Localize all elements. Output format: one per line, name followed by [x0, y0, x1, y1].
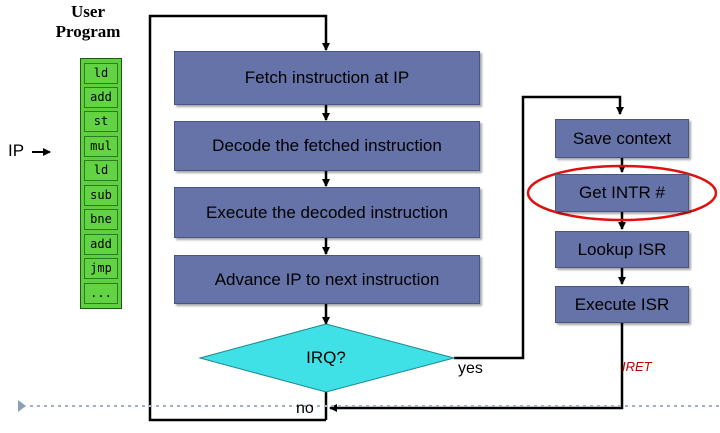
instruction-cell: add [84, 234, 118, 255]
program-title-line2: Program [55, 22, 121, 41]
iret-label: IRET [622, 359, 652, 374]
instruction-cell: mul [84, 136, 118, 157]
instruction-cell: bne [84, 209, 118, 230]
program-title: User Program [50, 2, 126, 42]
isr-execute: Execute ISR [555, 286, 689, 323]
instruction-cell: jmp [84, 258, 118, 279]
instruction-cell: st [84, 111, 118, 132]
highlight-ellipse [526, 164, 718, 222]
instruction-cell: ld [84, 63, 118, 84]
isr-lookup: Lookup ISR [555, 231, 689, 268]
instruction-cell: add [84, 87, 118, 108]
isr-save-context: Save context [555, 119, 689, 158]
ip-label: IP [8, 141, 25, 160]
instruction-cell: ld [84, 160, 118, 181]
no-label: no [296, 400, 314, 417]
isr-get-intr: Get INTR # [555, 174, 689, 212]
step-execute: Execute the decoded instruction [174, 187, 480, 238]
program-title-line1: User [71, 2, 105, 21]
loop-back-line [148, 14, 330, 422]
yes-branch-line [454, 95, 624, 360]
iret-return-line [329, 323, 624, 412]
program-listing: ld add st mul ld sub bne add jmp ... [80, 58, 122, 309]
step-advance: Advance IP to next instruction [174, 255, 480, 304]
footer-triangle-icon [18, 400, 26, 412]
instruction-cell: sub [84, 185, 118, 206]
step-decode: Decode the fetched instruction [174, 121, 480, 171]
step-fetch: Fetch instruction at IP [174, 51, 480, 105]
irq-diamond [198, 323, 456, 393]
irq-label: IRQ? [306, 348, 346, 367]
instruction-cell: ... [84, 283, 118, 304]
yes-label: yes [458, 360, 483, 377]
